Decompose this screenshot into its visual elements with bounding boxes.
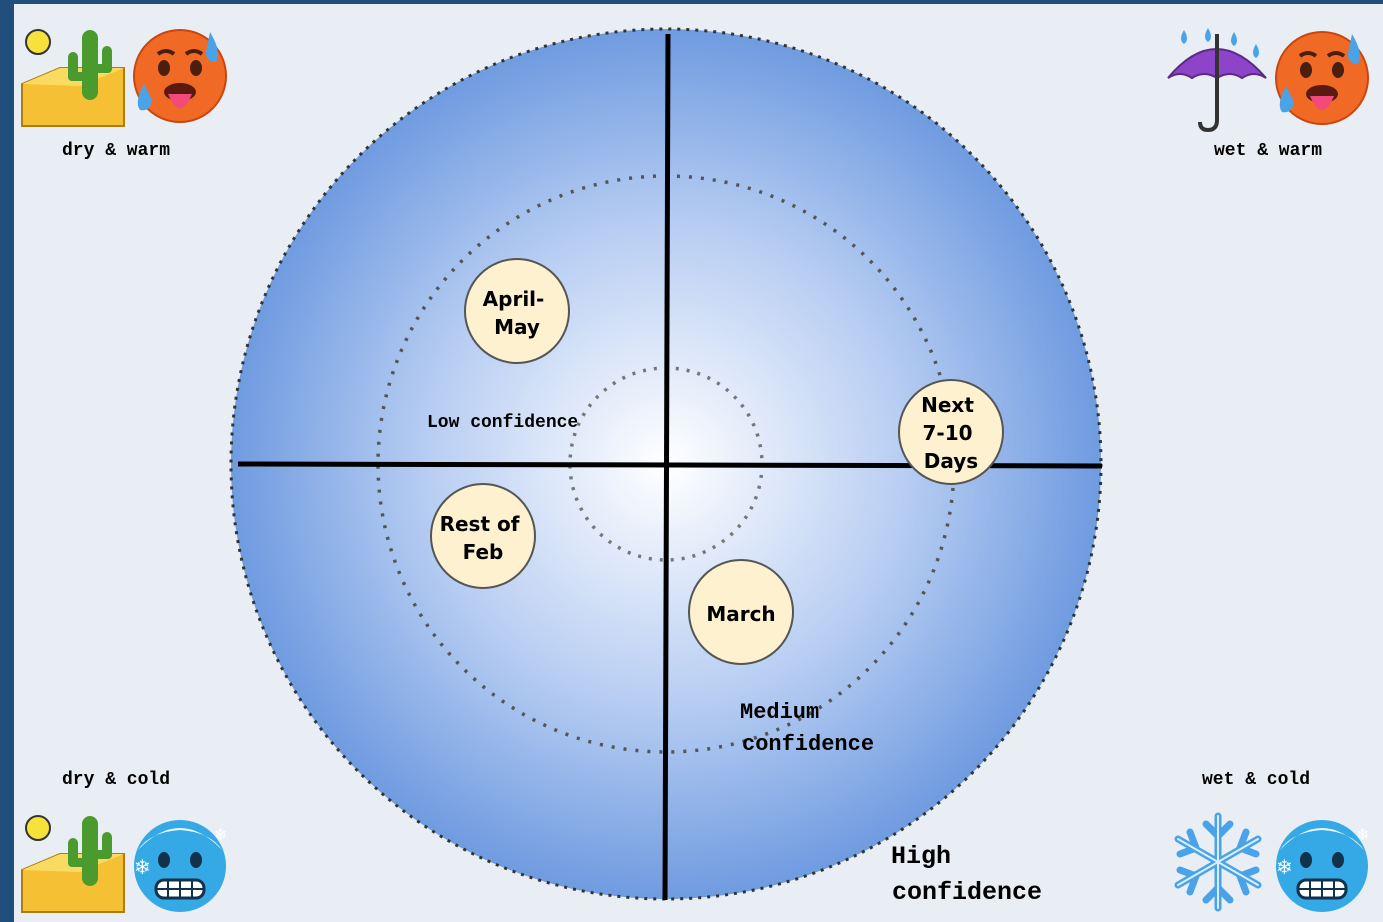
hot-face-icon xyxy=(133,29,227,123)
high-confidence-line-1: High xyxy=(891,842,951,871)
svg-text:March: March xyxy=(706,602,775,626)
svg-text:❄: ❄ xyxy=(134,855,151,879)
high-confidence-line-2: confidence xyxy=(892,878,1042,907)
snowflake-icon xyxy=(1174,812,1262,912)
svg-text:❄: ❄ xyxy=(214,825,227,844)
umbrella-with-rain-icon xyxy=(1167,28,1267,133)
svg-text:April- May: April- May xyxy=(483,287,552,339)
medium-confidence-line-1: Medium xyxy=(740,700,819,725)
diagram-canvas: dry & warm wet & warm dry & cold xyxy=(14,4,1383,922)
icon-group-wet-cold: ❄ ❄ xyxy=(1166,810,1374,918)
quadrant-label-wet-warm: wet & warm xyxy=(1214,141,1323,161)
medium-confidence-label: Medium confidence xyxy=(740,700,874,757)
period-rest-of-feb: Rest of Feb xyxy=(430,483,536,589)
svg-text:❄: ❄ xyxy=(1276,855,1293,879)
icon-group-dry-cold: ❄ ❄ xyxy=(20,810,232,918)
icon-group-wet-warm xyxy=(1164,26,1374,134)
cold-face-icon: ❄ ❄ xyxy=(1276,820,1369,912)
quadrant-label-wet-cold: wet & cold xyxy=(1202,770,1311,790)
period-april-may: April- May xyxy=(464,258,570,364)
hot-face-icon xyxy=(1275,31,1369,125)
period-next-7-10-days: Next 7-10 Days xyxy=(898,379,1004,485)
svg-text:Next 7-10 Days: Next 7-10 Days xyxy=(921,393,981,473)
quadrant-label-dry-cold: dry & cold xyxy=(62,770,171,790)
high-confidence-label: High confidence xyxy=(891,842,1042,907)
icon-group-dry-warm xyxy=(20,24,232,130)
confidence-diagram: Low confidence Medium confidence High co… xyxy=(229,27,1103,907)
cold-face-icon: ❄ ❄ xyxy=(134,820,227,912)
medium-confidence-line-2: confidence xyxy=(742,732,874,757)
period-march: March xyxy=(688,559,794,665)
svg-text:❄: ❄ xyxy=(1356,825,1369,844)
quadrant-label-dry-warm: dry & warm xyxy=(62,141,171,161)
desert-icon xyxy=(21,29,125,127)
low-confidence-label: Low confidence xyxy=(427,413,578,433)
svg-text:Rest of Feb: Rest of Feb xyxy=(440,512,527,564)
desert-icon xyxy=(21,815,125,913)
